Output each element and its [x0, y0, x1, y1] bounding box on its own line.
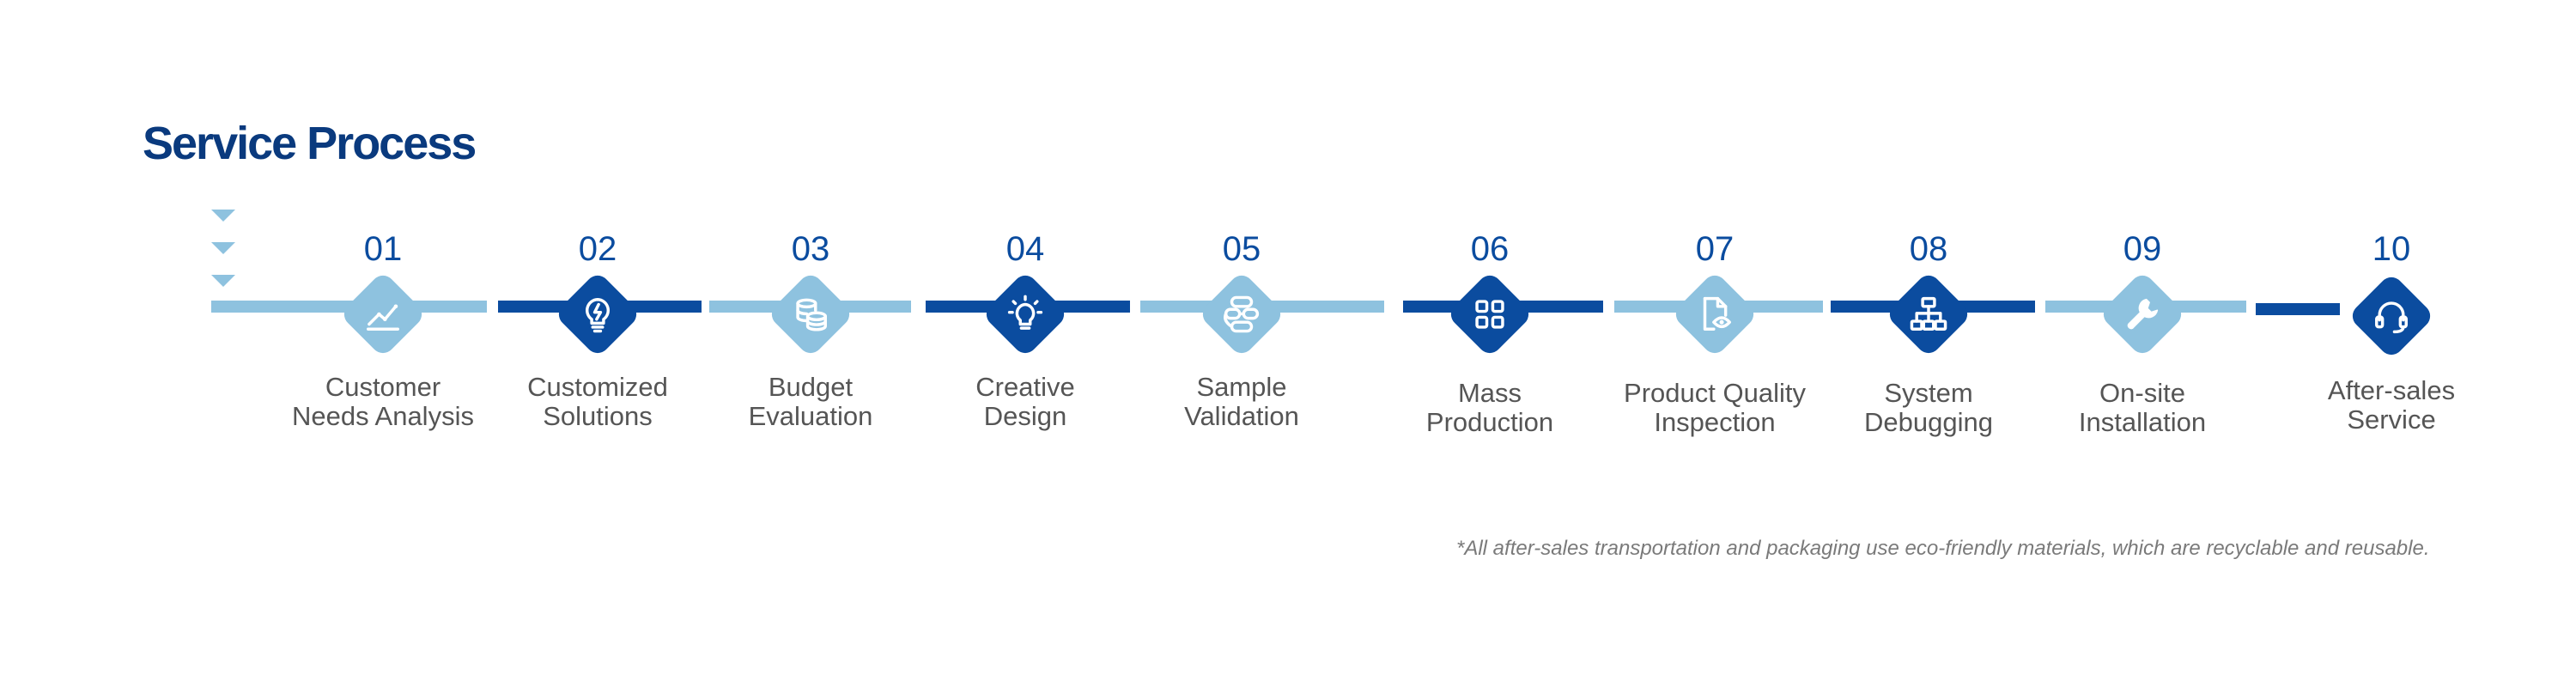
step-number: 08: [1909, 230, 1948, 268]
headset-icon: [2366, 290, 2417, 342]
step-number: 09: [2123, 230, 2162, 268]
grid-icon: [1464, 289, 1516, 340]
step-label-line: Mass: [1457, 378, 1522, 408]
step-label-line: Needs Analysis: [292, 401, 474, 431]
step-number: 05: [1222, 230, 1261, 268]
step-label-line: Solutions: [543, 401, 653, 431]
step-label-line: Evaluation: [748, 401, 873, 431]
coins-stack-icon: [785, 289, 836, 340]
step-number: 07: [1695, 230, 1735, 268]
idea-bulb-icon: [999, 289, 1051, 340]
step-number: 10: [2372, 230, 2411, 268]
step-number: 03: [791, 230, 830, 268]
page-title: Service Process: [143, 118, 477, 169]
hierarchy-icon: [1903, 289, 1954, 340]
step-label-line: Production: [1425, 407, 1554, 437]
step-label-line: Sample: [1196, 372, 1287, 402]
footnote: *All after-sales transportation and pack…: [1456, 537, 2430, 560]
lightbulb-icon: [572, 289, 623, 340]
step-label-line: After-sales: [2327, 375, 2456, 405]
growth-chart-icon: [357, 289, 409, 340]
step-label-line: Validation: [1184, 401, 1299, 431]
step-label-line: Design: [983, 401, 1067, 431]
connector-line: [2256, 303, 2340, 315]
step-label-line: Creative: [975, 372, 1075, 402]
chevron-down-icon: [211, 210, 235, 287]
step-label-line: Debugging: [1864, 407, 1993, 437]
step-label-line: System: [1884, 378, 1973, 408]
flow-nodes-icon: [1216, 289, 1267, 340]
step-label-line: On-site: [2099, 378, 2185, 408]
step-number: 02: [578, 230, 617, 268]
step-label-line: Customer: [325, 372, 441, 402]
step-number: 04: [1005, 230, 1045, 268]
step-label-line: Customized: [527, 372, 668, 402]
step-label-line: Budget: [768, 372, 854, 402]
step-label-line: Product Quality: [1624, 378, 1806, 408]
step-label-line: Inspection: [1654, 407, 1776, 437]
step-label-line: Service: [2347, 404, 2436, 435]
step-label-line: Installation: [2078, 407, 2207, 437]
wrench-icon: [2117, 289, 2168, 340]
step-number: 01: [363, 230, 403, 268]
document-eye-icon: [1689, 289, 1741, 340]
step-number: 06: [1470, 230, 1510, 268]
